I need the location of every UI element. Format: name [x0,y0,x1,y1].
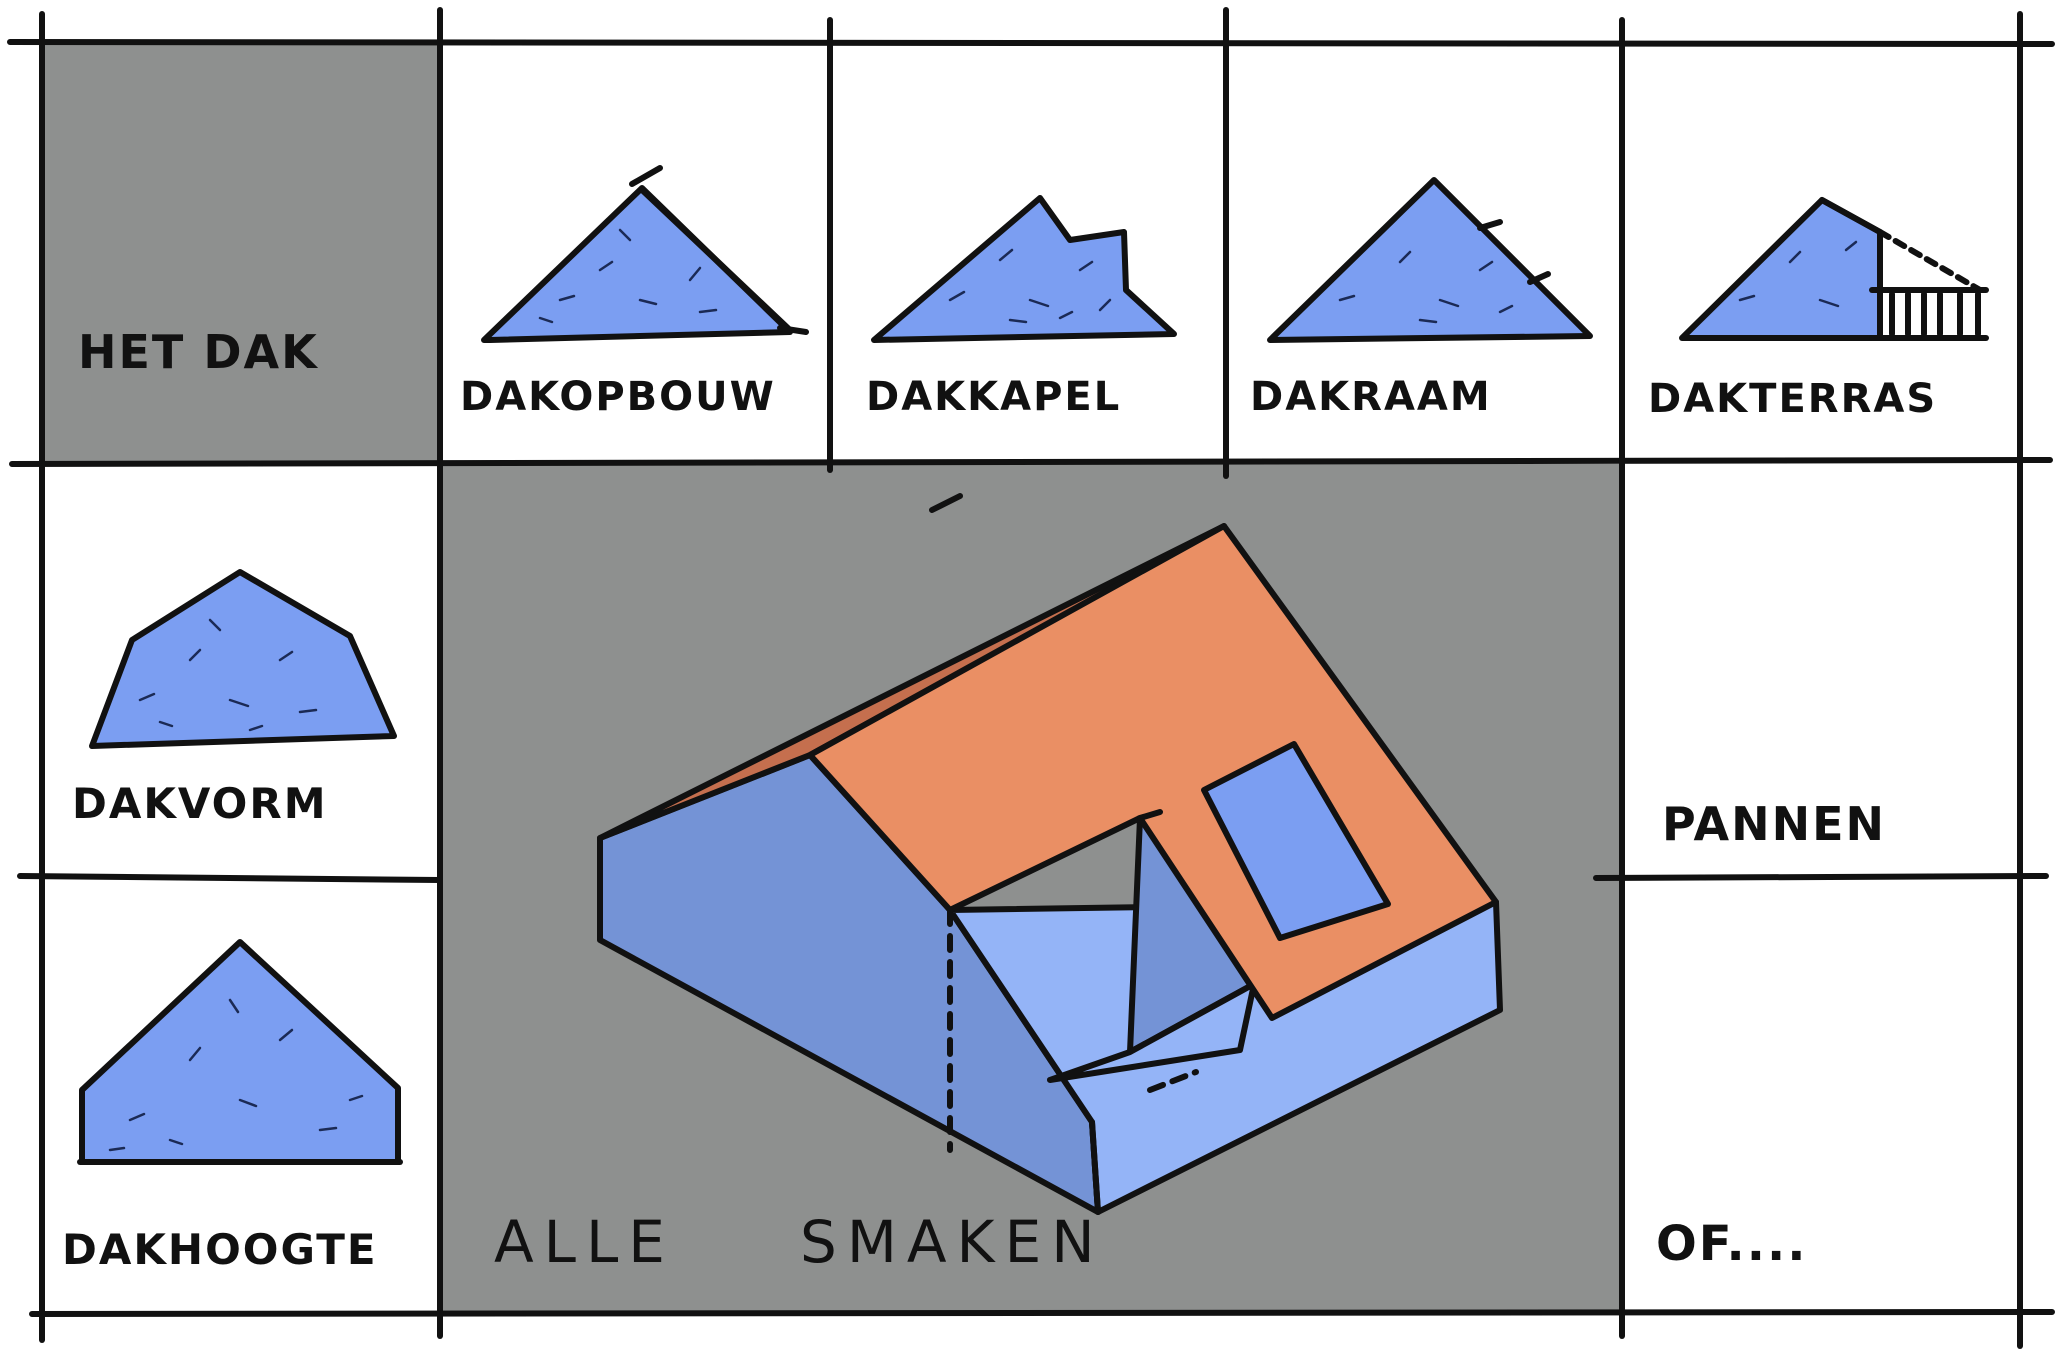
dakterras-icon [1682,200,1986,338]
pannen-label: PANNEN [1662,797,1886,851]
dakvorm-label: DAKVORM [72,779,328,828]
dakkapel-label: DAKKAPEL [866,374,1121,420]
dakopbouw-label: DAKOPBOUW [460,374,776,420]
center-label-left: ALLE [494,1208,675,1276]
dakvorm-icon [92,572,394,746]
dakkapel-icon [874,198,1174,340]
of-label: OF.... [1656,1216,1807,1272]
title-label: HET DAK [78,325,319,379]
dakraam-icon [1270,180,1590,340]
center-label-right: SMAKEN [800,1208,1105,1276]
title-panel [42,40,438,462]
dakraam-label: DAKRAAM [1250,374,1492,420]
dakhoogte-icon [80,942,400,1162]
dakterras-label: DAKTERRAS [1648,376,1937,422]
dakhoogte-label: DAKHOOGTE [62,1225,378,1274]
dakopbouw-icon [484,168,806,340]
